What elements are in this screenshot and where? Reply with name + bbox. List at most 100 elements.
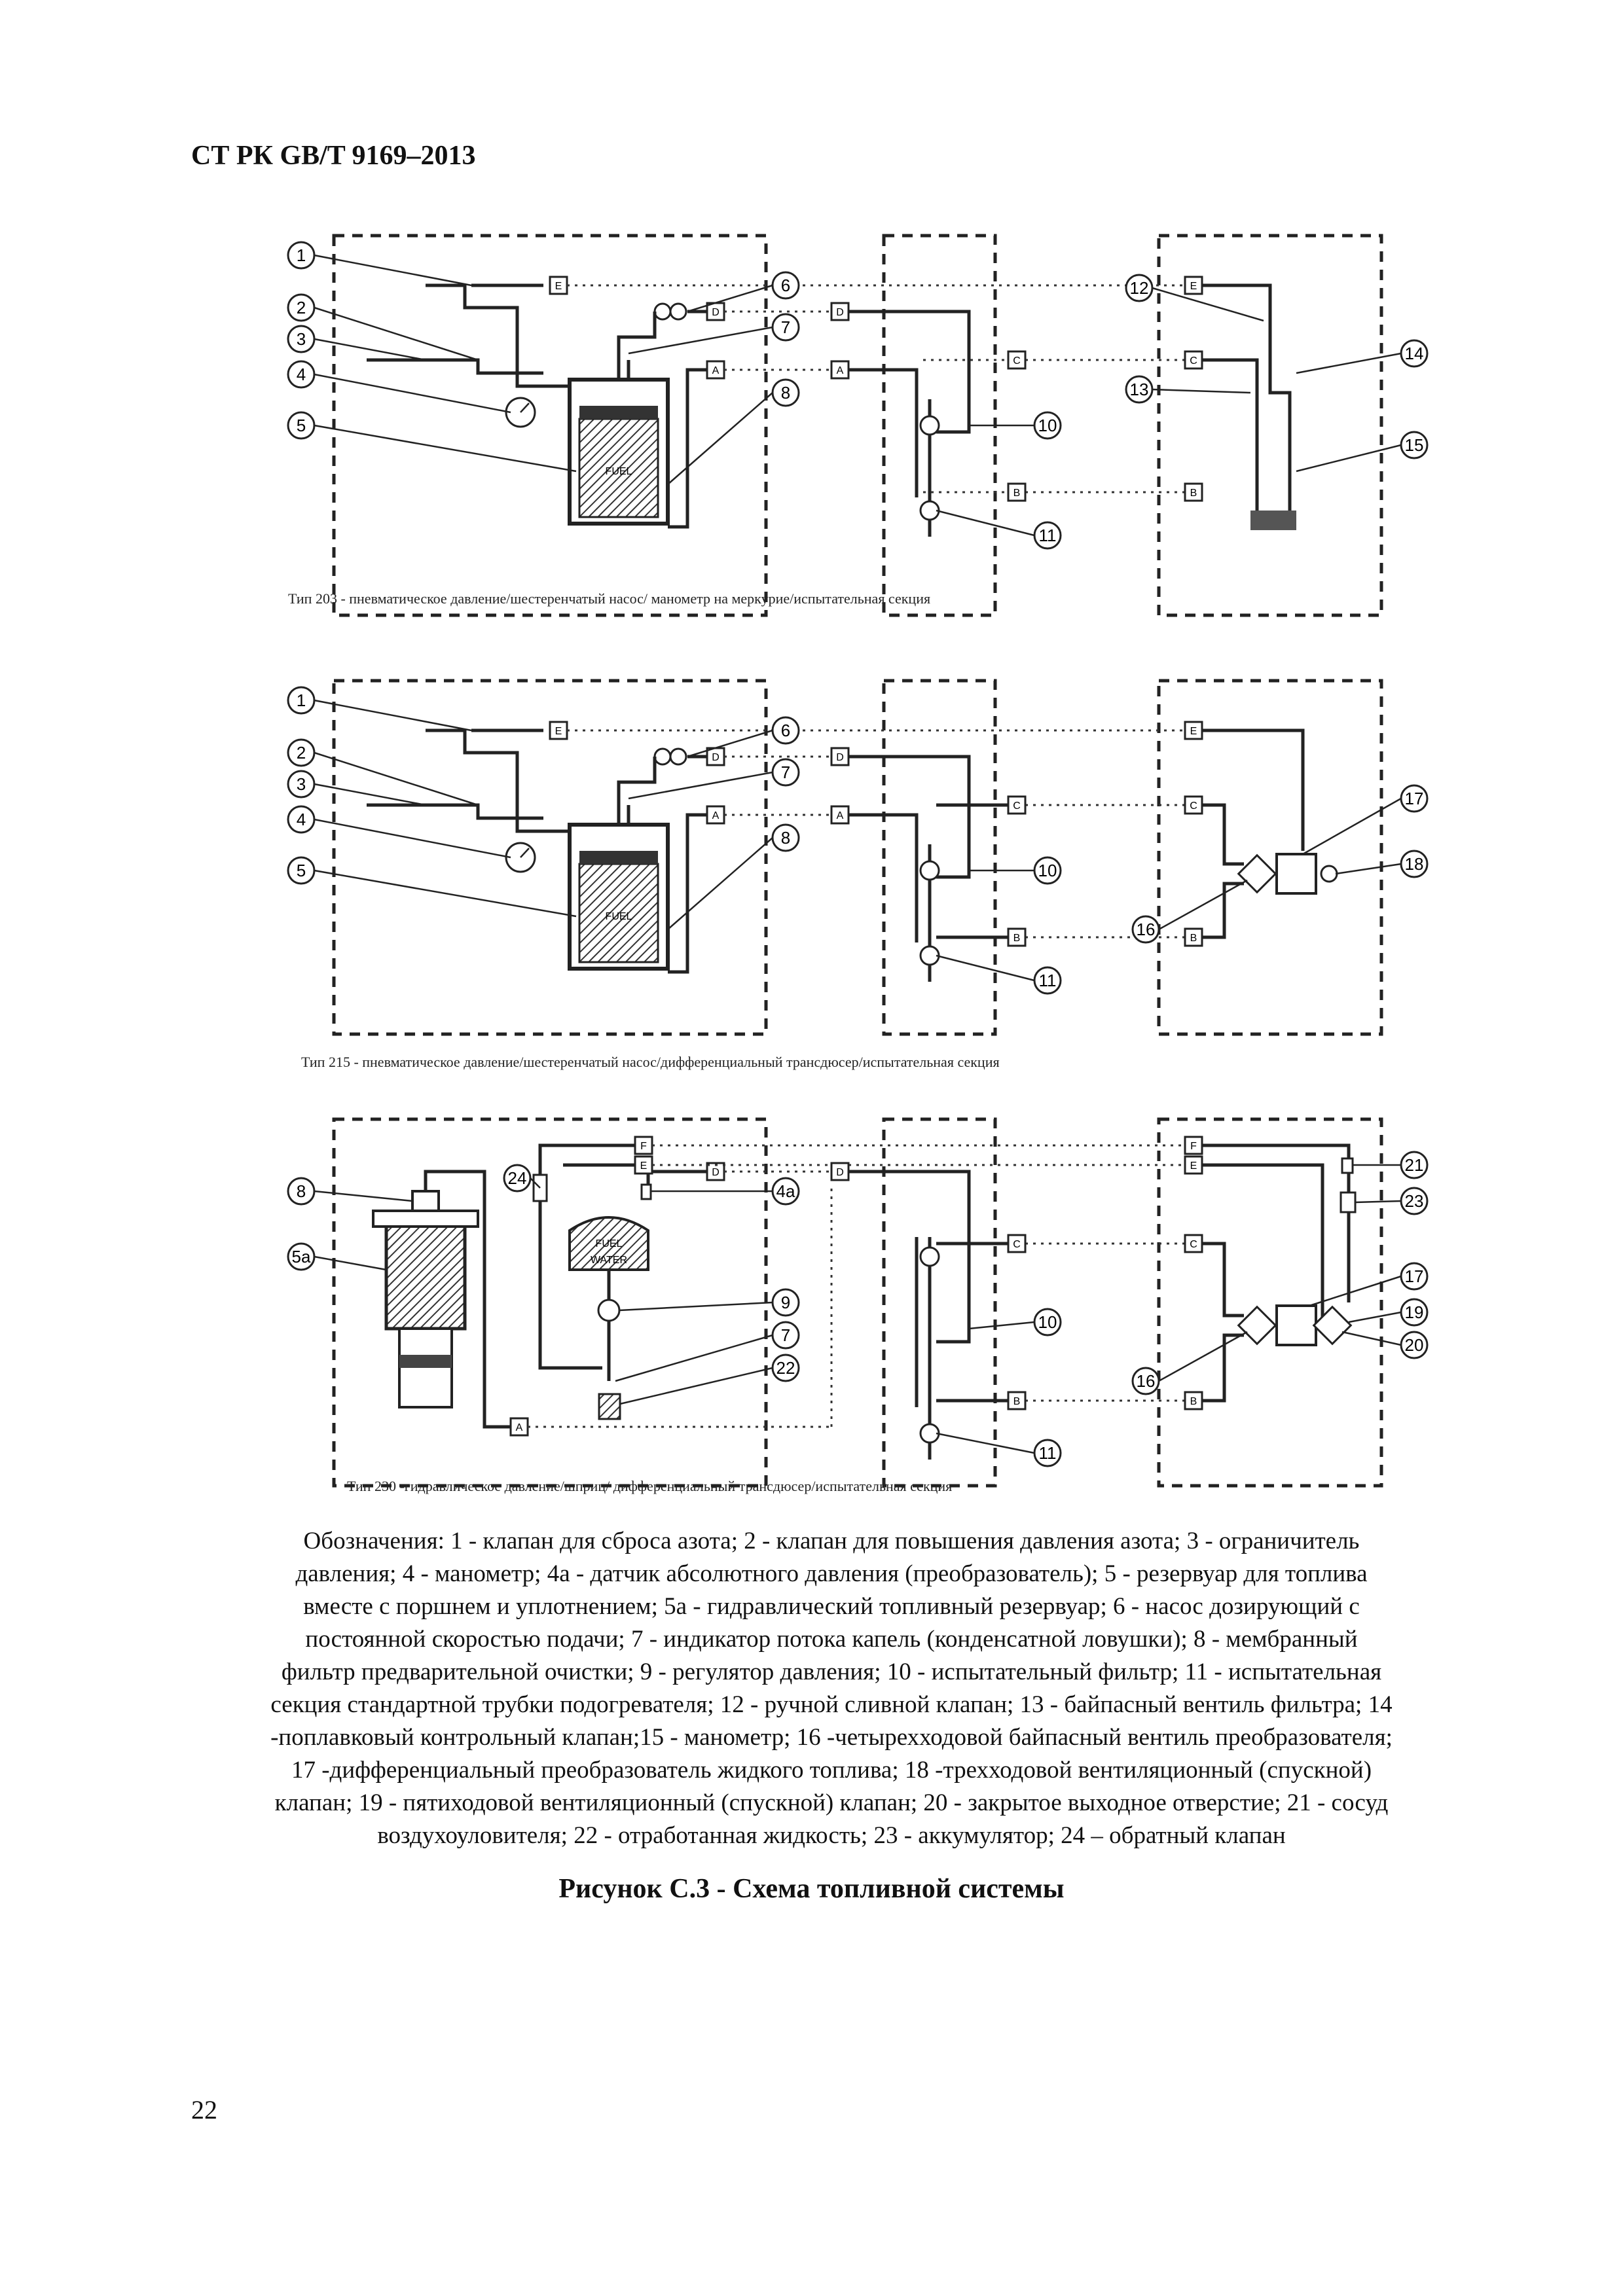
svg-text:3: 3 <box>297 774 306 794</box>
figure-caption-1: Тип 203 - пневматическое давление/шестер… <box>288 590 931 607</box>
svg-text:C: C <box>1190 800 1197 812</box>
figure-title: Рисунок С.3 - Схема топливной системы <box>558 1874 1065 1904</box>
accumulator <box>1340 1191 1357 1213</box>
svg-text:2: 2 <box>297 298 306 317</box>
svg-text:1: 1 <box>297 245 306 265</box>
legend-line: секция стандартной трубки подогревателя;… <box>270 1691 1393 1718</box>
svg-text:23: 23 <box>1405 1191 1424 1211</box>
callouts-left: 1 2 3 4 5 <box>287 241 577 473</box>
svg-text:C: C <box>1190 1239 1197 1250</box>
callouts-center: 10 11 <box>936 411 1062 550</box>
svg-text:E: E <box>555 726 562 737</box>
diff-transducer <box>1275 853 1317 895</box>
svg-text:B: B <box>1013 1396 1021 1407</box>
left-section-box <box>332 679 768 1036</box>
svg-text:A: A <box>837 365 844 376</box>
svg-text:A: A <box>837 810 844 821</box>
legend-line: постоянной скоростью подачи; 7 - индикат… <box>305 1626 1358 1653</box>
svg-text:24: 24 <box>508 1168 527 1188</box>
air-trap <box>1341 1157 1354 1174</box>
svg-text:17: 17 <box>1405 1266 1424 1286</box>
svg-text:D: D <box>712 1167 720 1178</box>
svg-text:E: E <box>555 281 562 292</box>
callouts-center: 10 11 <box>936 856 1062 995</box>
svg-text:11: 11 <box>1039 526 1057 545</box>
figure-type-215: FUEL E D A D A C B E C B <box>262 668 1460 1047</box>
svg-text:E: E <box>1190 726 1197 737</box>
svg-text:6: 6 <box>781 276 790 295</box>
right-section-box <box>1157 679 1383 1036</box>
callouts-mid: 24 4a 9 7 22 <box>503 1164 800 1405</box>
legend-line: Обозначения: 1 - клапан для сброса азота… <box>303 1528 1360 1554</box>
svg-text:5: 5 <box>297 861 306 880</box>
legend-line: 17 -дифференциальный преобразователь жид… <box>291 1757 1372 1784</box>
svg-text:8: 8 <box>781 383 790 403</box>
svg-text:D: D <box>712 752 720 763</box>
svg-text:E: E <box>640 1160 647 1172</box>
svg-text:D: D <box>836 752 844 763</box>
callouts-right: 21 23 17 19 20 16 <box>1131 1151 1429 1395</box>
svg-text:16: 16 <box>1137 920 1156 939</box>
svg-text:9: 9 <box>781 1293 790 1312</box>
fuel-water-tank <box>568 1216 649 1271</box>
callouts-mid: 6 7 8 <box>628 271 800 485</box>
fuel-label: FUEL <box>606 911 632 922</box>
svg-text:4a: 4a <box>776 1181 795 1201</box>
svg-text:F: F <box>640 1141 647 1152</box>
svg-text:A: A <box>712 810 720 821</box>
svg-text:C: C <box>1190 355 1197 367</box>
waste-container <box>598 1393 621 1420</box>
svg-text:C: C <box>1013 1239 1021 1250</box>
svg-text:2: 2 <box>297 743 306 762</box>
svg-text:7: 7 <box>781 762 790 782</box>
svg-text:19: 19 <box>1405 1302 1424 1322</box>
legend-line: фильтр предварительной очистки; 9 - регу… <box>281 1659 1382 1685</box>
callouts-center: 10 11 <box>936 1308 1062 1467</box>
svg-text:6: 6 <box>781 721 790 740</box>
svg-text:WATER: WATER <box>591 1255 627 1266</box>
syringe-reservoir <box>384 1222 467 1331</box>
center-section-box <box>882 1117 997 1488</box>
fuel-label: FUEL <box>606 466 632 477</box>
svg-text:D: D <box>836 1167 844 1178</box>
pressure-regulator <box>597 1299 621 1322</box>
svg-text:A: A <box>516 1422 523 1433</box>
svg-text:4: 4 <box>297 365 306 384</box>
svg-text:3: 3 <box>297 329 306 349</box>
svg-text:22: 22 <box>776 1358 795 1378</box>
svg-text:FUEL: FUEL <box>596 1238 623 1249</box>
legend: Обозначения: 1 - клапан для сброса азота… <box>196 1525 1467 1852</box>
svg-text:B: B <box>1190 1396 1197 1407</box>
svg-text:14: 14 <box>1405 344 1424 363</box>
svg-text:E: E <box>1190 281 1197 292</box>
svg-text:1: 1 <box>297 691 306 710</box>
svg-text:E: E <box>1190 1160 1197 1172</box>
svg-text:17: 17 <box>1405 789 1424 808</box>
callouts-right: 12 13 14 15 <box>1125 274 1429 473</box>
legend-line: клапан; 19 - пятиходовой вентиляционный … <box>274 1789 1389 1816</box>
document-header: СТ РК GB/T 9169–2013 <box>191 141 476 171</box>
callouts-left: 1 2 3 4 5 <box>287 686 577 918</box>
svg-text:16: 16 <box>1137 1371 1156 1391</box>
svg-text:20: 20 <box>1405 1335 1424 1355</box>
pump-icon <box>653 302 672 321</box>
left-section-box <box>332 234 768 617</box>
right-section-box <box>1157 1117 1383 1488</box>
svg-text:10: 10 <box>1038 416 1057 435</box>
callouts-left: 8 5a <box>287 1177 413 1271</box>
svg-text:F: F <box>1190 1141 1197 1152</box>
svg-text:5: 5 <box>297 416 306 435</box>
legend-line: давления; 4 - манометр; 4а - датчик абсо… <box>295 1560 1368 1587</box>
pump-icon <box>653 747 672 766</box>
legend-line: -поплавковый контрольный клапан;15 - ман… <box>270 1724 1393 1751</box>
svg-text:C: C <box>1013 355 1021 367</box>
legend-line: вместе с поршнем и уплотнением; 5а - гид… <box>303 1593 1360 1620</box>
figure-type-203: FUEL E D A D A C B E C <box>262 223 1460 628</box>
right-section-box <box>1157 234 1383 617</box>
callouts-mid: 6 7 8 <box>628 716 800 930</box>
svg-text:13: 13 <box>1130 380 1149 399</box>
svg-text:5a: 5a <box>292 1247 311 1266</box>
figure-caption-3: Тип 230 -гидравлическое давление/шприц/ … <box>347 1478 953 1494</box>
svg-text:7: 7 <box>781 317 790 337</box>
center-section-box <box>882 679 997 1036</box>
